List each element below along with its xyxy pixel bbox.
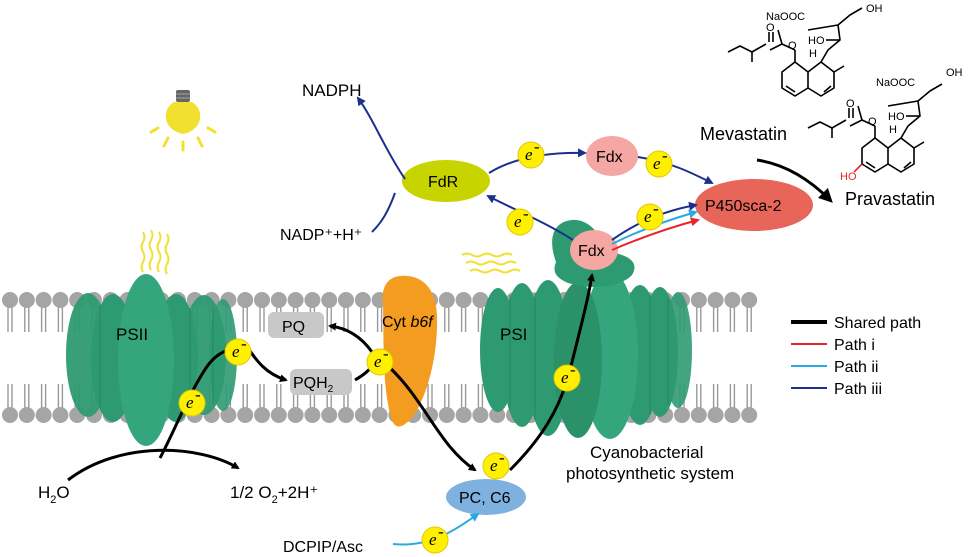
cyt-b6f-label: Cyt b6f xyxy=(382,314,434,331)
svg-text:NaOOC: NaOOC xyxy=(876,77,915,89)
svg-text:OH: OH xyxy=(866,3,883,15)
nadp-label: NADP⁺+H⁺ xyxy=(280,227,362,244)
path-i-arrow xyxy=(611,217,700,251)
pravastatin-hydroxyl: HO xyxy=(840,171,857,183)
cyt-b6f-complex xyxy=(382,275,438,427)
psii-complex xyxy=(66,274,237,446)
electron-icon: e- xyxy=(366,344,394,376)
pc-c6-label: PC, C6 xyxy=(459,490,511,507)
mevastatin-label: Mevastatin xyxy=(700,124,787,144)
svg-text:-: - xyxy=(570,360,576,379)
svg-text:-: - xyxy=(653,199,659,218)
svg-text:H: H xyxy=(889,124,897,136)
svg-text:-: - xyxy=(438,522,444,541)
svg-text:H: H xyxy=(809,48,817,60)
fdr-label: FdR xyxy=(428,174,458,191)
pc-c6-ellipse xyxy=(446,479,526,515)
legend-item: Shared path xyxy=(791,315,921,332)
electron-icon: e- xyxy=(178,385,206,417)
fdr-ellipse xyxy=(402,160,490,202)
fdx-top-ellipse xyxy=(586,136,638,176)
pravastatin-label: Pravastatin xyxy=(845,189,935,209)
p450-label: P450sca-2 xyxy=(705,198,782,215)
svg-text:Shared path: Shared path xyxy=(834,315,921,332)
legend-item: Path iii xyxy=(791,381,882,398)
svg-text:-: - xyxy=(195,385,201,404)
psi-complex xyxy=(480,219,692,439)
electron-icon: e- xyxy=(553,360,581,392)
electron-icon: e- xyxy=(636,199,664,231)
nadph-label: NADPH xyxy=(302,81,362,100)
fdx-psi-ellipse xyxy=(570,230,618,270)
electron-icon: e- xyxy=(506,204,534,236)
electron-icon: e- xyxy=(645,146,673,178)
svg-text:OH: OH xyxy=(946,67,963,79)
light-waves-psii xyxy=(140,229,170,275)
o2-label: 1/2 O2+2H⁺ xyxy=(230,483,318,506)
pqh2-pill xyxy=(290,369,352,395)
electron-icon: e- xyxy=(421,522,449,554)
svg-text:NaOOC: NaOOC xyxy=(766,11,805,23)
system-label-line2: photosynthetic system xyxy=(566,464,734,483)
electron-icon: e- xyxy=(224,334,252,366)
svg-text:-: - xyxy=(523,204,529,223)
dcpip-label: DCPIP/Asc xyxy=(283,539,363,556)
electron-icon: e- xyxy=(482,448,510,480)
light-waves-psi xyxy=(461,252,521,274)
svg-text:HO: HO xyxy=(808,35,825,47)
svg-text:e: e xyxy=(653,154,661,173)
svg-text:e: e xyxy=(429,530,437,549)
svg-text:O: O xyxy=(766,22,775,34)
legend-item: Path i xyxy=(791,337,875,354)
svg-text:O: O xyxy=(868,116,877,128)
svg-text:Path iii: Path iii xyxy=(834,381,882,398)
pravastatin-atoms: NaOOC OH HO H O O HO xyxy=(840,67,963,183)
svg-text:HO: HO xyxy=(888,111,905,123)
psi-label: PSI xyxy=(500,325,527,344)
svg-text:Path i: Path i xyxy=(834,337,875,354)
pqh2-label: PQH2 xyxy=(293,375,334,395)
fdx-top-label: Fdx xyxy=(596,149,623,166)
svg-text:-: - xyxy=(241,334,247,353)
svg-text:e: e xyxy=(232,342,240,361)
svg-text:-: - xyxy=(499,448,505,467)
pravastatin-structure xyxy=(807,83,943,173)
svg-text:e: e xyxy=(490,456,498,475)
light-bulb-icon xyxy=(149,90,217,152)
svg-text:O: O xyxy=(788,40,797,52)
fdx-psi-label: Fdx xyxy=(578,243,605,260)
svg-text:Path ii: Path ii xyxy=(834,359,878,376)
electron-icon: e- xyxy=(517,137,545,169)
svg-text:e: e xyxy=(374,352,382,371)
h2o-label: H2O xyxy=(38,483,70,506)
psii-label: PSII xyxy=(116,325,148,344)
system-label-line1: Cyanobacterial xyxy=(590,443,703,462)
mevastatin-atoms: NaOOC OH HO H O O xyxy=(766,3,883,60)
pq-pill xyxy=(268,312,324,338)
p450-ellipse xyxy=(695,179,813,231)
legend-item: Path ii xyxy=(791,359,878,376)
svg-text:e: e xyxy=(561,368,569,387)
svg-text:-: - xyxy=(383,344,389,363)
mevastatin-structure xyxy=(727,7,863,97)
electron-group: e-e-e-e-e-e-e-e-e-e- xyxy=(178,137,673,554)
svg-text:e: e xyxy=(644,207,652,226)
svg-text:-: - xyxy=(662,146,668,165)
svg-text:-: - xyxy=(534,137,540,156)
svg-text:e: e xyxy=(514,212,522,231)
svg-text:e: e xyxy=(186,393,194,412)
svg-text:O: O xyxy=(846,98,855,110)
svg-text:e: e xyxy=(525,145,533,164)
pq-label: PQ xyxy=(282,319,305,336)
